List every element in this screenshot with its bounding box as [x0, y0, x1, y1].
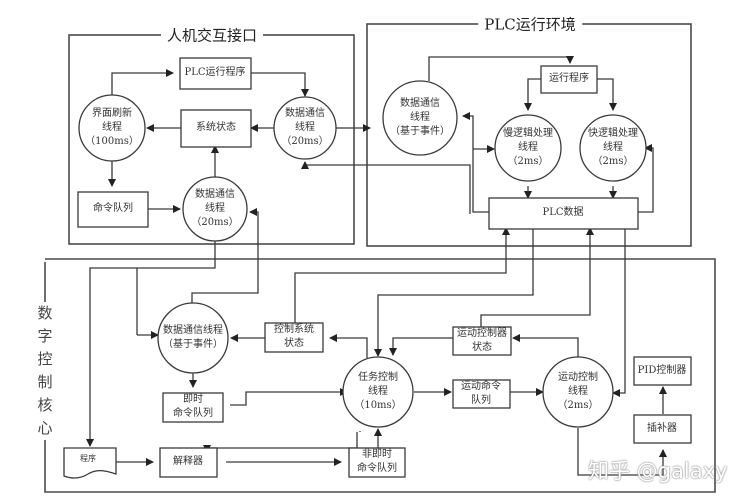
slow-logic-thread-label: 慢逻辑处理 线程 （2ms） — [503, 128, 553, 167]
hmi-comm-thread-bottom-label: 数据通信 线程 （20ms） — [191, 189, 239, 228]
fast-logic-thread-label: 快逻辑处理 线程 （2ms） — [588, 128, 638, 167]
motion-control-thread-node — [542, 356, 614, 428]
motion-command-queue-label: 运动命令 队列 — [461, 381, 501, 406]
immediate-command-queue-label: 即时 命令队列 — [173, 394, 213, 419]
nc-connectors — [116, 334, 667, 476]
immediate-command-queue-box — [162, 392, 224, 423]
plc-data-label: PLC数据 — [542, 207, 584, 218]
ui-refresh-thread-label: 界面刷新 线程 （100ms） — [85, 108, 139, 147]
system-status-box — [180, 109, 252, 148]
plc-comm-thread-node — [382, 80, 458, 156]
hmi-comm-thread-bottom-node — [182, 176, 248, 242]
motion-controller-status-label: 运动控制器 状态 — [457, 328, 507, 353]
command-queue-box — [77, 191, 149, 228]
motion-control-thread-label: 运动控制 线程 （2ms） — [557, 372, 599, 411]
command-queue-label: 命令队列 — [93, 203, 133, 214]
slow-logic-thread-node — [494, 114, 562, 182]
interpolator-label: 插补器 — [647, 423, 677, 434]
pid-controller-label: PID控制器 — [637, 365, 687, 376]
nc-core-section-title: 数 字 控 制 核 心 — [36, 302, 54, 440]
program-label: 程序 — [80, 454, 96, 463]
run-program-label: 运行程序 — [549, 73, 589, 84]
interpreter-box — [159, 447, 218, 478]
plc-comm-thread-label: 数据通信 线程 （基于事件） — [390, 98, 450, 137]
nc-comm-thread-node — [157, 302, 229, 374]
nc-comm-thread-label: 数据通信线程 （基于事件） — [163, 325, 223, 350]
hmi-connectors — [108, 69, 471, 214]
program-document-shape — [63, 447, 117, 479]
motion-command-queue-box — [452, 379, 511, 409]
plc-env-section-title: PLC运行环境 — [478, 13, 582, 35]
watermark: 知乎 @galaxy — [588, 459, 728, 483]
ui-refresh-thread-node — [78, 94, 146, 162]
cross-connectors — [86, 208, 626, 447]
task-control-thread-node — [342, 356, 414, 428]
hmi-comm-thread-right-label: 数据通信 线程 （20ms） — [281, 108, 329, 147]
fast-logic-thread-node — [579, 114, 647, 182]
hmi-comm-thread-right-node — [273, 96, 337, 160]
pid-controller-box — [633, 356, 692, 386]
hmi-section-title: 人机交互接口 — [160, 24, 264, 46]
interpolator-box — [633, 414, 692, 444]
non-immediate-command-queue-box — [348, 447, 406, 478]
task-control-thread-label: 任务控制 线程 （10ms） — [354, 372, 402, 411]
run-program-box — [540, 65, 598, 94]
non-immediate-command-queue-label: 非即时 命令队列 — [357, 449, 397, 474]
control-system-status-label: 控制系统 状态 — [274, 324, 314, 349]
plc-data-box — [488, 197, 639, 230]
motion-controller-status-box — [452, 326, 512, 356]
plc-program-box — [179, 57, 252, 90]
system-status-label: 系统状态 — [196, 122, 236, 133]
plc-connectors — [428, 56, 654, 213]
interpreter-label: 解释器 — [173, 456, 203, 467]
control-system-status-box — [264, 322, 324, 353]
plc-program-label: PLC运行程序 — [184, 67, 246, 78]
